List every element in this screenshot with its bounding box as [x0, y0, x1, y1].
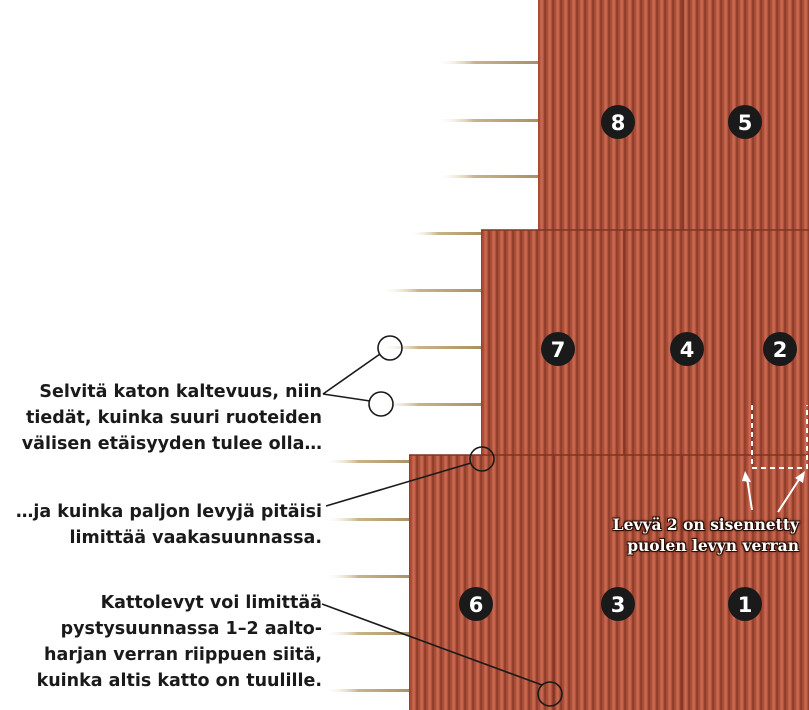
batten — [325, 689, 420, 692]
callout-overlap-horizontal: …ja kuinka paljon levyjä pitäisi limittä… — [16, 499, 322, 551]
badge-circle — [670, 332, 704, 366]
offset-arrow-right — [777, 477, 801, 513]
badge-circle — [601, 105, 635, 139]
batten — [380, 403, 490, 406]
batten — [410, 232, 490, 235]
badge-7: 7 — [541, 332, 575, 366]
callout-overlap-vertical: Kattolevyt voi limittää pystysuunnassa 1… — [37, 590, 322, 694]
badge-number: 7 — [551, 338, 566, 362]
batten — [436, 61, 546, 64]
badge-circle — [728, 587, 762, 621]
roof-sheet-3 — [554, 455, 682, 710]
batten — [380, 346, 490, 349]
badge-6: 6 — [459, 587, 493, 621]
offset-note-line2: puolen levyn verran — [627, 536, 799, 555]
badge-5: 5 — [728, 105, 762, 139]
callout-overlap-vertical-line4: kuinka altis katto on tuulille. — [36, 671, 322, 691]
badge-number: 5 — [738, 111, 753, 135]
leader-line — [322, 393, 371, 402]
badge-circle — [541, 332, 575, 366]
callout-leaders — [321, 335, 563, 707]
badge-1: 1 — [728, 587, 762, 621]
sheet-badges: 8 5 7 4 2 6 3 1 — [459, 105, 797, 621]
badge-circle — [763, 332, 797, 366]
batten — [325, 518, 420, 521]
badge-number: 2 — [773, 338, 788, 362]
offset-arrow-right-head — [795, 471, 805, 483]
badge-8: 8 — [601, 105, 635, 139]
callout-slope-line2: tiedät, kuinka suuri ruoteiden — [25, 408, 322, 428]
callout-slope: Selvitä katon kaltevuus, niin tiedät, ku… — [22, 379, 322, 457]
badge-number: 1 — [738, 593, 753, 617]
badge-circle — [601, 587, 635, 621]
offset-arrow-left — [746, 477, 753, 511]
badge-number: 6 — [469, 593, 484, 617]
leader-line — [325, 462, 472, 507]
badge-2: 2 — [763, 332, 797, 366]
offset-indicator — [742, 405, 808, 513]
leader-line — [321, 603, 543, 686]
leader-line — [322, 353, 381, 395]
batten — [436, 119, 546, 122]
callout-overlap-vertical-line2: pystysuunnassa 1–2 aalto- — [60, 619, 322, 639]
callout-overlap-vertical-line1: Kattolevyt voi limittää — [100, 593, 322, 613]
badge-circle — [728, 105, 762, 139]
callout-slope-line3: välisen etäisyyden tulee olla… — [21, 434, 322, 454]
offset-dashed-outline — [751, 405, 808, 469]
batten — [325, 632, 420, 635]
callout-overlap-horizontal-line1: …ja kuinka paljon levyjä pitäisi — [15, 502, 322, 522]
badge-4: 4 — [670, 332, 704, 366]
roof-sheet-6 — [409, 455, 554, 710]
marker-circle — [537, 681, 563, 707]
marker-circle — [469, 446, 495, 472]
battens — [325, 61, 546, 692]
offset-note-line1: Levyä 2 on sisennetty — [612, 515, 799, 534]
callout-overlap-horizontal-line2: limittää vaakasuunnassa. — [69, 528, 323, 548]
offset-note: Levyä 2 on sisennetty puolen levyn verra… — [613, 514, 799, 556]
badge-number: 8 — [611, 111, 626, 135]
batten — [325, 575, 420, 578]
offset-arrow-left-head — [742, 471, 751, 482]
marker-circle — [368, 391, 394, 417]
callout-overlap-vertical-line3: harjan verran riippuen siitä, — [44, 645, 322, 665]
batten — [436, 175, 546, 178]
badge-number: 4 — [680, 338, 695, 362]
batten — [325, 460, 420, 463]
callout-slope-line1: Selvitä katon kaltevuus, niin — [39, 382, 322, 402]
batten — [380, 289, 490, 292]
badge-3: 3 — [601, 587, 635, 621]
marker-circle — [377, 335, 403, 361]
badge-number: 3 — [611, 593, 626, 617]
badge-circle — [459, 587, 493, 621]
